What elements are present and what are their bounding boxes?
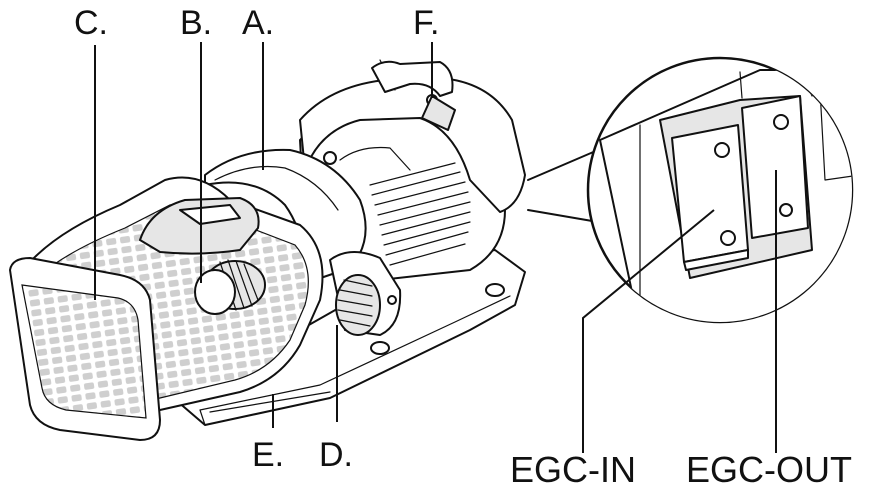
label-c: C. [74,4,108,42]
label-e: E. [252,436,284,474]
label-f: F. [413,4,439,42]
label-egc-out: EGC-OUT [686,449,852,490]
label-a: A. [242,4,274,42]
pump-illustration [9,59,526,441]
callouts: C. B. A. F. E. D. EGC-IN EGC-OUT [74,4,852,490]
label-egc-in: EGC-IN [510,449,636,490]
egc-out-port [741,95,809,239]
label-d: D. [319,436,353,474]
label-b: B. [180,4,212,42]
egc-zoom-detail [582,56,854,453]
strainer-cage [9,176,324,441]
egc-in-leader [582,209,715,453]
egc-in-port [671,124,749,271]
zoom-connector [527,149,599,223]
outlet-b [194,259,266,315]
pump-head-ring [204,148,367,286]
outlet-d [329,251,402,336]
